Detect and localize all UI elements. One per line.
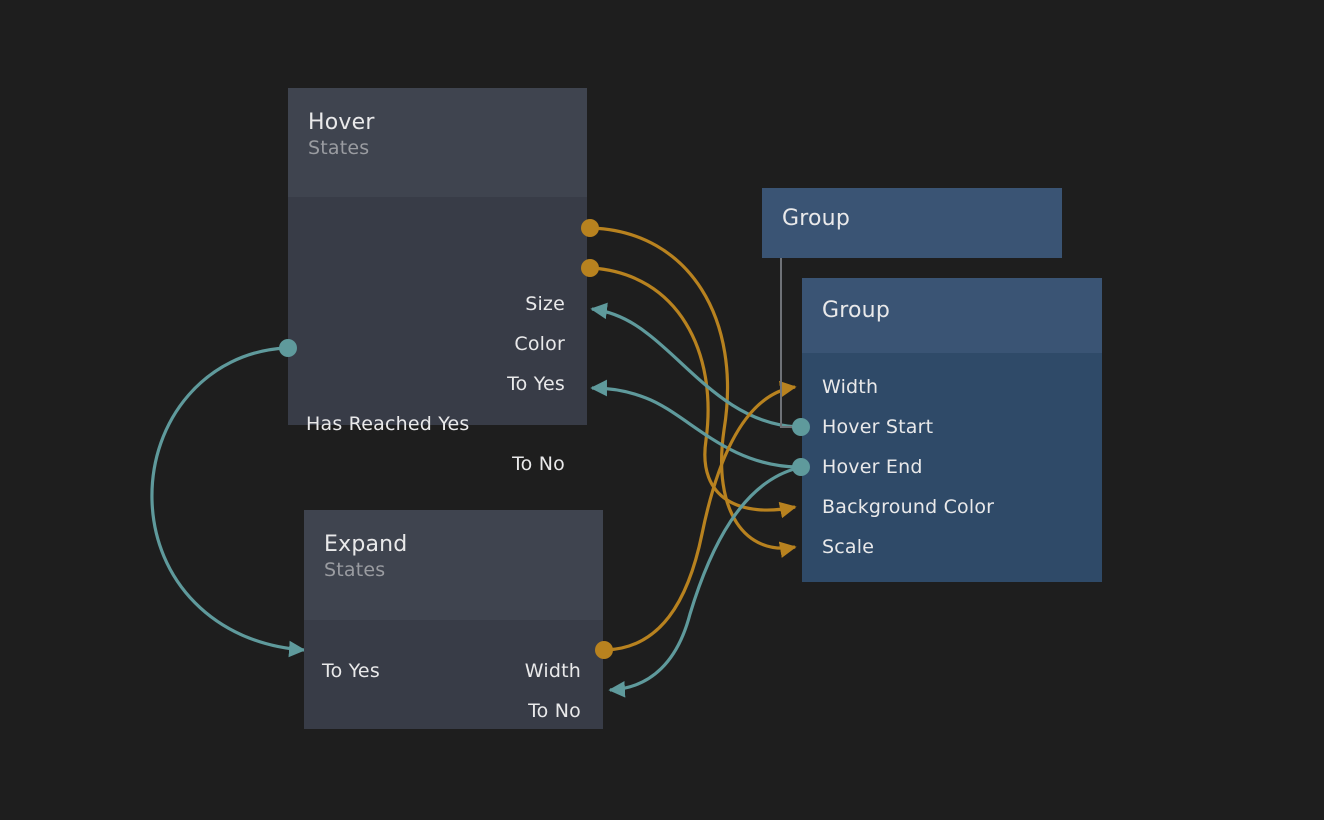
port-group-hover-end[interactable]: Hover End [822, 456, 923, 478]
node-expand-subtitle: States [324, 559, 386, 581]
wire-hover-has-reached-yes-to-expand-to-yes [150, 346, 306, 658]
node-expand-title: Expand [324, 532, 408, 557]
node-hover-title: Hover [308, 110, 375, 135]
node-hover[interactable]: Hover States Size Color To Yes Has Reach… [288, 88, 587, 475]
wire-group-hover-end-to-expand-to-no [608, 466, 799, 698]
port-hover-size[interactable]: Size [525, 293, 565, 315]
tree-connector-vertical [780, 258, 782, 428]
port-group-background-color[interactable]: Background Color [822, 496, 995, 518]
node-group-outer[interactable]: Group [762, 188, 1062, 258]
port-expand-width[interactable]: Width [524, 660, 581, 682]
wire-group-hover-end-to-hover-to-no [590, 379, 799, 469]
node-group-inner[interactable]: Group Width Hover Start Hover End Backgr… [802, 278, 1102, 582]
node-expand-header[interactable]: Expand States [304, 510, 603, 620]
port-group-scale[interactable]: Scale [822, 536, 875, 558]
node-group-inner-body: Width Hover Start Hover End Background C… [802, 353, 1102, 582]
port-expand-to-yes[interactable]: To Yes [322, 660, 380, 682]
tree-connector-elbow [780, 426, 801, 428]
port-hover-color[interactable]: Color [514, 333, 565, 355]
wire-expand-width-to-group-width [605, 380, 797, 652]
port-expand-to-no[interactable]: To No [528, 700, 581, 722]
port-hover-has-reached-yes[interactable]: Has Reached Yes [306, 413, 470, 435]
port-group-hover-start[interactable]: Hover Start [822, 416, 934, 438]
wire-hover-color-to-group-background-color [591, 266, 797, 519]
node-group-inner-title: Group [822, 298, 890, 323]
node-group-outer-title: Group [782, 206, 850, 231]
node-hover-subtitle: States [308, 137, 370, 159]
node-group-inner-header[interactable]: Group [802, 278, 1102, 353]
node-expand-body: To Yes Width To No [304, 620, 603, 729]
node-hover-header[interactable]: Hover States [288, 88, 587, 197]
node-expand[interactable]: Expand States To Yes Width To No [304, 510, 603, 729]
port-hover-to-no[interactable]: To No [512, 453, 565, 475]
node-hover-body: Size Color To Yes Has Reached Yes To No [288, 197, 587, 475]
port-hover-to-yes[interactable]: To Yes [507, 373, 565, 395]
wire-hover-size-to-group-scale [591, 226, 797, 558]
port-group-width[interactable]: Width [822, 376, 879, 398]
wire-group-hover-start-to-hover-to-yes [590, 302, 799, 429]
